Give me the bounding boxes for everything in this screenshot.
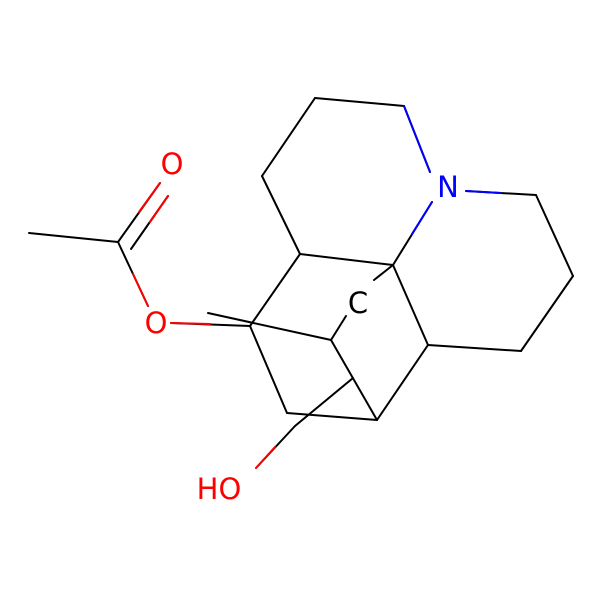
- bond-n-segment-right: [465, 190, 502, 194]
- bond-ring-2: [314, 97, 405, 107]
- bond-n-segment-bottom: [411, 201, 433, 235]
- bond-o-segment-ester: [132, 273, 149, 307]
- bond-n-segment-top: [403, 105, 431, 173]
- bond-o-segment-ester-2: [170, 322, 211, 325]
- hydroxyl-label: HO: [197, 472, 242, 506]
- bond-ring-8: [535, 194, 574, 277]
- bond-hydroxyl-1: [294, 377, 354, 427]
- bond-bridge-6: [330, 315, 347, 341]
- carbonyl-oxygen-label: O: [161, 147, 184, 181]
- bond-bridge-4: [376, 344, 429, 421]
- nitrogen-label: N: [437, 170, 459, 204]
- bond-bridge-5: [330, 339, 378, 421]
- bond-o-segment-carbonyl-2: [149, 195, 169, 223]
- bond-bridge-2: [249, 325, 288, 414]
- bonds: [28, 97, 574, 469]
- bond-bridge-8: [207, 312, 332, 341]
- carbon-label: C: [348, 286, 368, 320]
- bond-ring-1: [261, 97, 316, 177]
- bond-ring-4: [261, 175, 301, 255]
- bond-o-segment-carbonyl: [138, 182, 161, 213]
- bond-ring-10: [427, 344, 522, 352]
- hetero-bond-segments: [132, 105, 502, 469]
- bond-ring-9: [520, 275, 574, 352]
- bond-ring-5: [299, 253, 394, 266]
- atom-labels: O O N HO C: [145, 147, 459, 506]
- bond-methyl-carbonyl: [28, 232, 119, 243]
- bond-o-segment-hydroxyl: [255, 446, 276, 469]
- bond-bridge-3: [286, 412, 378, 421]
- bond-bridge-1: [249, 253, 301, 327]
- ester-oxygen-label: O: [145, 306, 168, 340]
- bond-bridge-7: [373, 264, 394, 281]
- bond-ring-11: [392, 264, 429, 346]
